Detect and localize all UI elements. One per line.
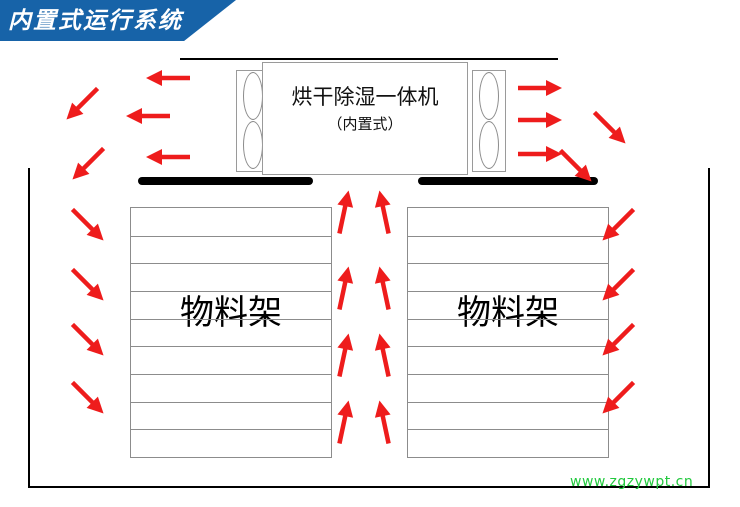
material-rack-right: 物料架: [407, 207, 609, 458]
airflow-arrow-right-column: [596, 203, 640, 247]
air-baffle-right: [418, 177, 598, 185]
dehumidifier-dryer-unit: 烘干除湿一体机 （内置式）: [262, 62, 468, 175]
airflow-arrow-top-right-horizontal: [518, 79, 562, 97]
airflow-arrow-left-column: [66, 318, 110, 362]
fan-blade-icon: [243, 121, 263, 169]
rack-shelf-line: [408, 374, 608, 375]
airflow-arrow-top-right-diagonal: [588, 106, 632, 150]
material-rack-left: 物料架: [130, 207, 332, 458]
rack-shelf-line: [408, 402, 608, 403]
airflow-arrow-left-column: [66, 376, 110, 420]
material-rack-label: 物料架: [457, 293, 559, 333]
material-rack-label: 物料架: [180, 293, 282, 333]
rack-shelf-line: [131, 346, 331, 347]
airflow-arrow-center-left-up: [331, 189, 358, 236]
rack-shelf-line: [408, 263, 608, 264]
airflow-arrow-center-right-up: [371, 399, 398, 446]
airflow-arrow-top-left-diagonal: [66, 142, 110, 186]
airflow-arrow-top-right-diagonal: [554, 144, 598, 188]
airflow-arrow-center-left-up: [331, 265, 358, 312]
rack-shelf-line: [131, 236, 331, 237]
airflow-arrow-left-column: [66, 203, 110, 247]
rack-shelf-line: [408, 291, 608, 292]
airflow-arrow-top-left-horizontal: [146, 69, 190, 87]
airflow-arrow-center-left-up: [331, 332, 358, 379]
rack-shelf-line: [131, 374, 331, 375]
airflow-arrow-center-left-up: [331, 399, 358, 446]
rack-shelf-line: [408, 429, 608, 430]
rack-shelf-line: [131, 319, 331, 320]
site-watermark: www.zgzywpt.cn: [570, 474, 694, 490]
fan-unit-right: [472, 70, 506, 172]
page-title: 内置式运行系统: [8, 8, 183, 34]
airflow-arrow-right-column: [596, 376, 640, 420]
rack-shelf-line: [408, 346, 608, 347]
airflow-arrow-center-right-up: [371, 332, 398, 379]
fan-blade-icon: [479, 121, 499, 169]
airflow-arrow-left-column: [66, 263, 110, 307]
corner-mask-right: [558, 54, 714, 168]
rack-shelf-line: [408, 319, 608, 320]
airflow-arrow-center-right-up: [371, 265, 398, 312]
airflow-arrow-top-left-diagonal: [60, 82, 104, 126]
rack-shelf-line: [408, 236, 608, 237]
fan-blade-icon: [479, 72, 499, 120]
machine-label-sub: （内置式）: [327, 115, 403, 133]
airflow-arrow-right-column: [596, 318, 640, 362]
fan-blade-icon: [243, 72, 263, 120]
airflow-arrow-top-right-horizontal: [518, 111, 562, 129]
rack-shelf-line: [131, 291, 331, 292]
airflow-arrow-right-column: [596, 263, 640, 307]
air-baffle-left: [138, 177, 313, 185]
machine-label-main: 烘干除湿一体机: [291, 85, 439, 109]
rack-shelf-line: [131, 263, 331, 264]
airflow-arrow-center-right-up: [371, 189, 398, 236]
airflow-arrow-top-right-horizontal: [518, 145, 562, 163]
rack-shelf-line: [131, 402, 331, 403]
airflow-arrow-top-left-horizontal: [126, 107, 170, 125]
airflow-arrow-top-left-horizontal: [146, 148, 190, 166]
rack-shelf-line: [131, 429, 331, 430]
